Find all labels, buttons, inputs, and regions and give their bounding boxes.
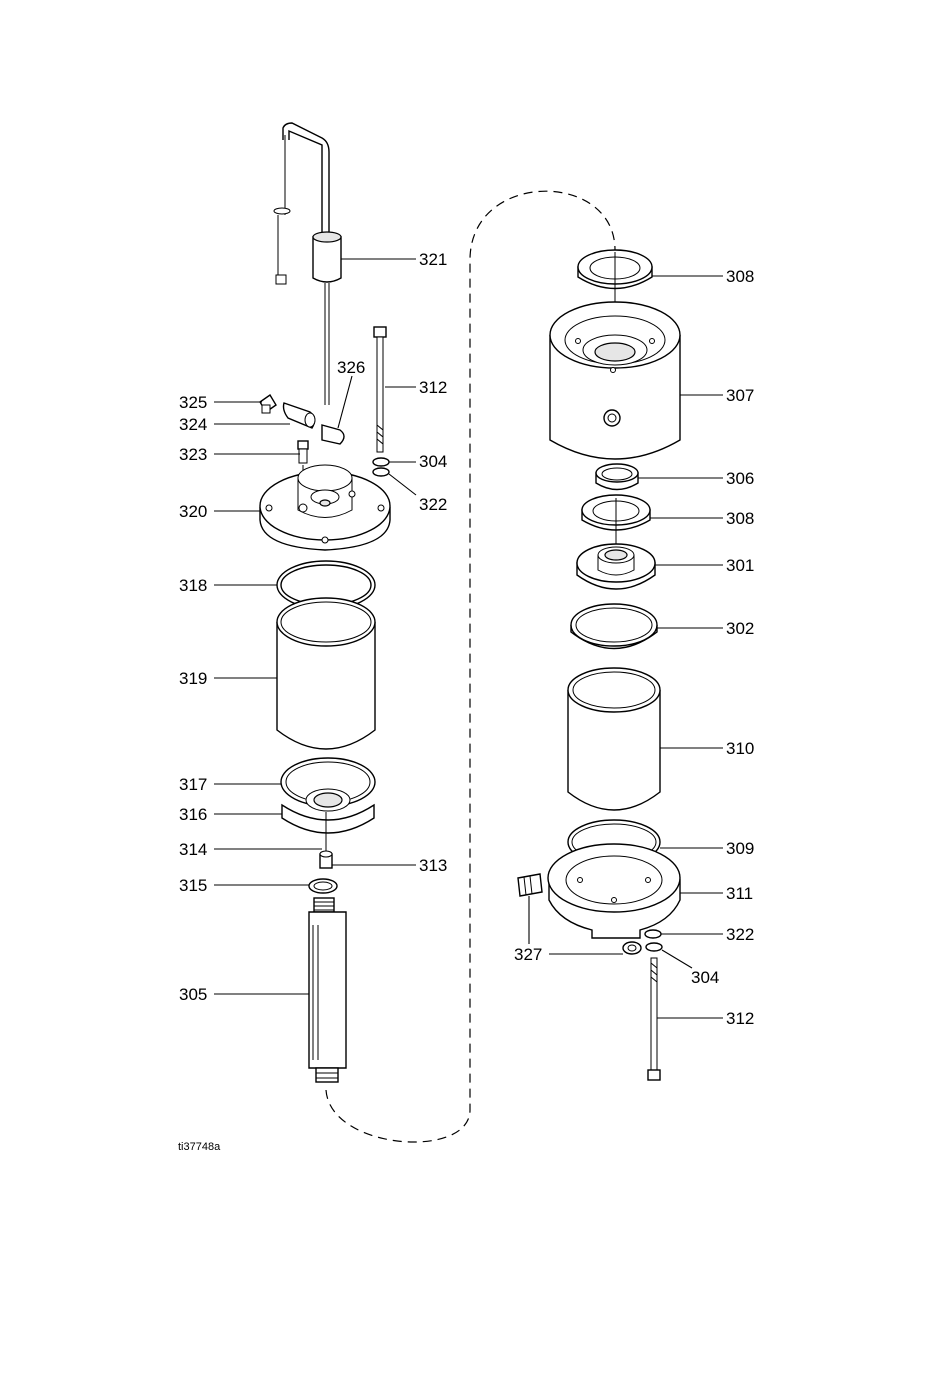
label-312-lower: 312	[726, 1009, 754, 1028]
part-319-cylinder	[277, 598, 375, 749]
part-325-elbow-fitting	[260, 395, 276, 413]
part-302-seal	[571, 604, 657, 649]
part-306-bearing	[596, 464, 638, 490]
label-316: 316	[179, 805, 207, 824]
part-313-check-valve	[320, 851, 332, 868]
label-327: 327	[514, 945, 542, 964]
label-308-top: 308	[726, 267, 754, 286]
label-311: 311	[726, 884, 753, 903]
label-321: 321	[419, 250, 447, 269]
label-309: 309	[726, 839, 754, 858]
part-320-top-cover	[260, 465, 390, 550]
label-324: 324	[179, 415, 207, 434]
part-321-sensor	[274, 123, 341, 405]
part-315-gasket	[309, 879, 337, 893]
label-322-upper: 322	[419, 495, 447, 514]
part-323-nipple-fitting	[298, 441, 308, 463]
figure-id: ti37748a	[178, 1141, 221, 1153]
label-313: 313	[419, 856, 447, 875]
label-315: 315	[179, 876, 207, 895]
label-322-lower: 322	[726, 925, 754, 944]
label-312-upper: 312	[419, 378, 447, 397]
part-310-sleeve	[568, 668, 660, 810]
label-305: 305	[179, 985, 207, 1004]
label-302: 302	[726, 619, 754, 638]
part-304-washer-upper	[373, 458, 389, 466]
label-320: 320	[179, 502, 207, 521]
part-312-bolt-lower	[648, 958, 660, 1080]
part-bottom-nut	[623, 942, 641, 954]
part-322-washer-upper	[373, 468, 389, 476]
label-308-lower: 308	[726, 509, 754, 528]
label-318: 318	[179, 576, 207, 595]
part-301-piston-head	[577, 544, 655, 589]
label-301: 301	[726, 556, 754, 575]
label-307: 307	[726, 386, 754, 405]
label-306: 306	[726, 469, 754, 488]
label-323: 323	[179, 445, 207, 464]
label-314: 314	[179, 840, 207, 859]
label-304-lower: 304	[691, 968, 719, 987]
label-317: 317	[179, 775, 207, 794]
part-322-washer-lower	[645, 930, 661, 938]
part-326-plug	[322, 425, 344, 444]
label-325: 325	[179, 393, 207, 412]
part-305-shaft	[309, 898, 346, 1082]
label-310: 310	[726, 739, 754, 758]
part-312-bolt-upper	[374, 327, 386, 452]
part-327-side-fitting	[518, 874, 542, 896]
part-307-housing	[550, 302, 680, 459]
part-311-base	[548, 844, 680, 938]
label-326: 326	[337, 358, 365, 377]
part-304-washer-lower	[646, 943, 662, 951]
label-319: 319	[179, 669, 207, 688]
label-304-upper: 304	[419, 452, 447, 471]
